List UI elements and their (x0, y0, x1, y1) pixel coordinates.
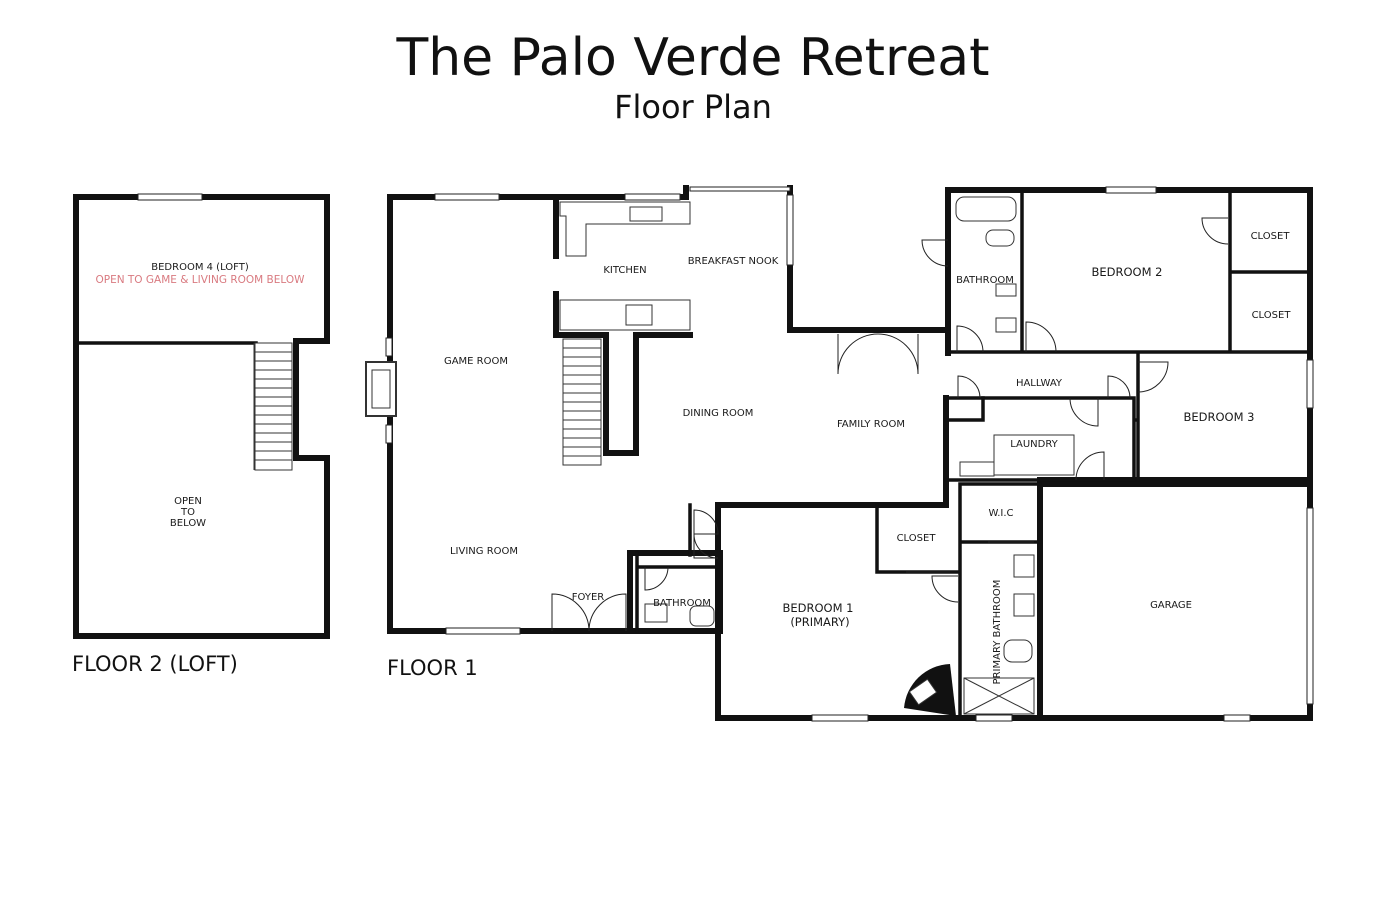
window-nook-top (689, 186, 791, 192)
room-label-game-room: GAME ROOM (444, 356, 508, 367)
bedroom2-walls (950, 191, 1310, 354)
window-bedroom2 (1105, 186, 1157, 194)
window-living-room (445, 627, 521, 635)
floor2-label: FLOOR 2 (LOFT) (72, 652, 238, 676)
open-below-line2: TO (180, 507, 195, 518)
bedroom1-fireplace (904, 664, 956, 716)
loft-window (137, 193, 203, 201)
plan-title: The Palo Verde Retreat (396, 28, 990, 88)
window-bedroom3 (1306, 359, 1314, 409)
room-label-breakfast-nook: BREAKFAST NOOK (688, 256, 779, 267)
room-label-kitchen: KITCHEN (603, 265, 646, 276)
room-label-bathroom-upper: BATHROOM (956, 275, 1014, 286)
room-label-bedroom2: BEDROOM 2 (1092, 265, 1163, 279)
window-bedroom1 (811, 714, 869, 722)
window-game-room (434, 193, 500, 201)
open-below-line1: OPEN (174, 496, 202, 507)
nook-east-wall (787, 185, 951, 333)
room-label-bedroom4: BEDROOM 4 (LOFT) (151, 262, 249, 273)
window-nook-side (786, 194, 794, 266)
bath-fixtures (644, 196, 1075, 715)
room-label-wic: W.I.C (988, 508, 1013, 519)
window-primary-bath (975, 714, 1013, 722)
room-label-bathroom-foyer: BATHROOM (653, 598, 711, 609)
kitchen-counters (559, 201, 691, 331)
room-label-hallway: HALLWAY (1016, 378, 1063, 389)
room-label-closet-c: CLOSET (897, 533, 937, 544)
window-garage (1306, 507, 1314, 705)
window-fireplace-top (385, 337, 393, 357)
floor1-plan: GAME ROOM KITCHEN BREAKFAST NOOK DINING … (365, 185, 1314, 722)
room-label-dining-room: DINING ROOM (683, 408, 754, 419)
window-fireplace-bottom (385, 424, 393, 444)
room-label-laundry: LAUNDRY (1010, 439, 1058, 450)
fireplace (365, 361, 397, 417)
plan-subtitle: Floor Plan (614, 88, 772, 126)
loft-stairs (254, 342, 293, 471)
doors (551, 217, 1280, 632)
room-label-foyer: FOYER (572, 592, 605, 603)
room-note-bedroom4: OPEN TO GAME & LIVING ROOM BELOW (95, 274, 305, 286)
laundry-walls (944, 396, 1136, 482)
hallway-walls (944, 353, 1140, 482)
room-label-garage: GARAGE (1150, 600, 1192, 611)
room-label-bedroom1-primary: (PRIMARY) (790, 615, 849, 629)
foyer-bath-walls (635, 551, 720, 633)
floor1-stairs (562, 338, 602, 466)
kitchen-island-wall (553, 291, 693, 456)
window-kitchen (624, 193, 681, 201)
window-garage-bottom (1223, 714, 1251, 722)
room-label-primary-bathroom: PRIMARY BATHROOM (992, 580, 1003, 685)
room-label-bedroom3: BEDROOM 3 (1184, 410, 1255, 424)
open-below-line3: BELOW (170, 518, 206, 529)
room-label-bedroom1: BEDROOM 1 (783, 601, 854, 615)
floor2-plan: BEDROOM 4 (LOFT) OPEN TO GAME & LIVING R… (73, 193, 330, 639)
loft-outer-wall (73, 194, 330, 639)
room-label-closet-b: CLOSET (1252, 310, 1292, 321)
room-label-living-room: LIVING ROOM (450, 546, 518, 557)
floor1-label: FLOOR 1 (387, 656, 478, 680)
room-label-family-room: FAMILY ROOM (837, 419, 905, 430)
room-label-closet-a: CLOSET (1251, 231, 1291, 242)
